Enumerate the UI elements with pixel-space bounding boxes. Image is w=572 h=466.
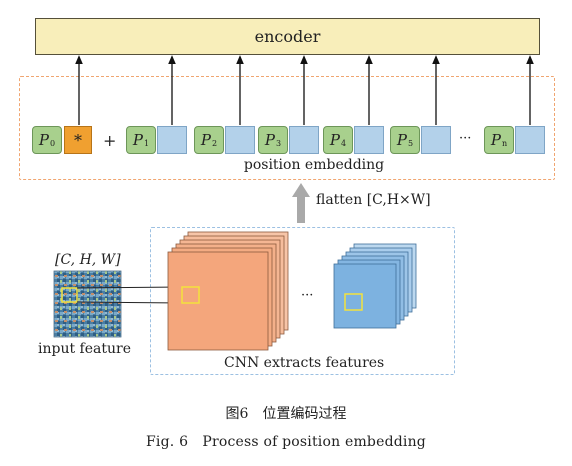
caption-chinese: 图6 位置编码过程	[225, 406, 347, 422]
token-p5-sub: 5	[408, 138, 414, 148]
token-p2-sub: 2	[212, 138, 218, 148]
token-pn-main: P	[490, 131, 501, 149]
blue-patch-highlight	[344, 293, 363, 311]
input-feature-image	[53, 270, 122, 338]
token-p4-main: P	[329, 131, 340, 149]
token-p4-sub: 4	[341, 138, 347, 148]
token-p1-sub: 1	[144, 138, 150, 148]
cnn-label: CNN extracts features	[224, 355, 385, 371]
encoder-label: encoder	[254, 27, 321, 46]
input-feature-label: input feature	[38, 341, 131, 357]
token-p0-sub: 0	[50, 138, 56, 148]
embed-token-3	[289, 126, 319, 154]
connection-lines	[76, 286, 184, 304]
cls-token: *	[64, 126, 92, 154]
token-arrows	[75, 55, 534, 125]
plus-sign: +	[103, 131, 117, 150]
caption-english: Fig. 6 Process of position embedding	[146, 434, 426, 450]
token-pn-sub: n	[501, 138, 508, 148]
position-embedding-label: position embedding	[243, 157, 385, 173]
token-p2-main: P	[200, 131, 211, 149]
token-p0-main: P	[38, 131, 49, 149]
embed-token-2	[225, 126, 255, 154]
embed-token-1	[157, 126, 187, 154]
embed-token-n	[515, 126, 545, 154]
embed-token-5	[421, 126, 451, 154]
embed-token-4	[354, 126, 384, 154]
token-ellipsis: ···	[459, 131, 472, 146]
input-patch-highlight	[61, 287, 78, 303]
flatten-label: flatten [C,H×W]	[316, 192, 431, 208]
flatten-arrow	[292, 183, 310, 223]
feature-ellipsis: ···	[301, 288, 314, 303]
encoder-box: encoder	[35, 18, 540, 55]
input-shape-label: [C, H, W]	[55, 252, 121, 268]
cnn-frame	[150, 227, 455, 375]
token-p3-main: P	[264, 131, 275, 149]
token-p1-main: P	[132, 131, 143, 149]
position-embedding-frame	[19, 76, 555, 180]
orange-feature-stack	[167, 231, 289, 351]
token-p5-main: P	[396, 131, 407, 149]
blue-feature-stack	[333, 243, 417, 329]
orange-patch-highlight	[181, 286, 200, 304]
token-p3-sub: 3	[276, 138, 282, 148]
cls-token-symbol: *	[74, 130, 82, 150]
